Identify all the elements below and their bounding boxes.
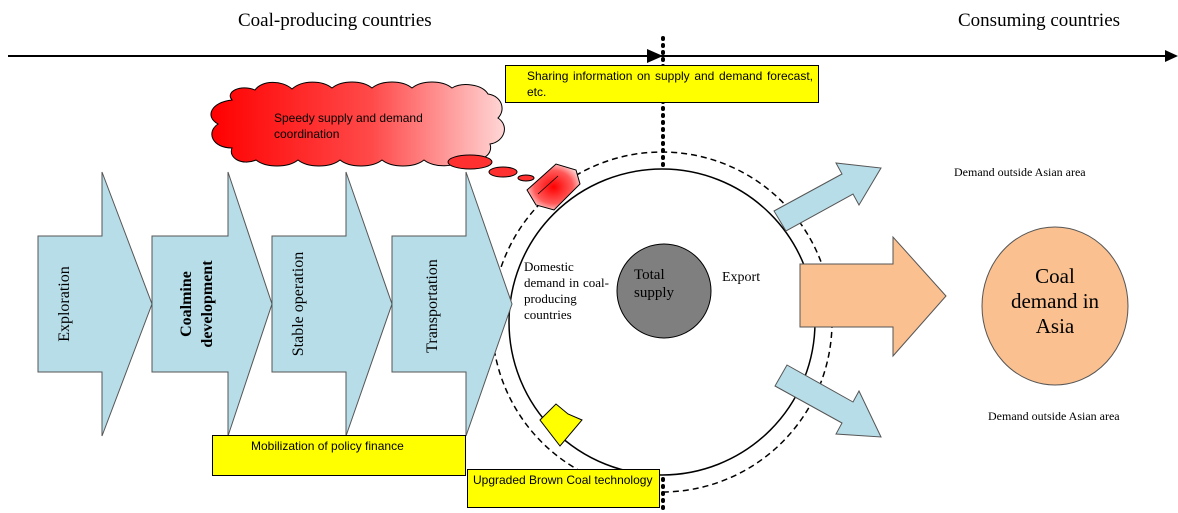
supply-accent-edge	[537, 175, 559, 195]
stage-coalmine-development	[151, 171, 273, 437]
demand-outside-asia-bottom-label: Demand outside Asian area	[988, 409, 1120, 423]
producing-countries-label: Coal-producing countries	[238, 10, 432, 31]
export-outside-asia-up-arrow	[773, 162, 882, 232]
coal-demand-asia-circle	[981, 226, 1129, 386]
stage-coalmine-development-text: Coalmine development	[178, 260, 216, 348]
cloud-bubble-small	[517, 174, 535, 182]
stage-exploration	[37, 171, 153, 437]
sharing-info-note: Sharing information on supply and demand…	[505, 65, 819, 103]
stage-stable-operation	[271, 171, 393, 437]
export-outside-asia-down-arrow	[774, 364, 882, 438]
stage-coalmine-development-label: Coalmine development	[176, 244, 220, 364]
brown-coal-pointer	[539, 403, 583, 447]
stage-transportation-label: Transportation	[424, 259, 441, 353]
coal-demand-asia-label: Coal demand in Asia	[1010, 264, 1100, 338]
consuming-countries-label: Consuming countries	[958, 10, 1121, 31]
stage-stable-operation-label: Stable operation	[288, 244, 332, 364]
brown-coal-note: Upgraded Brown Coal technology	[467, 469, 660, 508]
policy-finance-note: Mobilization of policy finance	[212, 435, 466, 476]
supply-accent-block	[526, 163, 581, 211]
speedy-coordination-label: Speedy supply and demand coordination	[274, 111, 423, 141]
total-supply-label: Total supply	[634, 267, 675, 301]
cloud-bubble-large	[447, 154, 493, 170]
coordination-cloud	[210, 81, 505, 167]
stage-transportation	[391, 171, 513, 437]
export-arrow	[799, 235, 947, 358]
demand-outside-asia-top-label: Demand outside Asian area	[954, 165, 1086, 179]
total-supply-circle	[616, 243, 712, 339]
midpoint-arrowhead	[647, 49, 663, 63]
cloud-bubble-medium	[488, 166, 518, 178]
stage-stable-operation-text: Stable operation	[290, 251, 307, 357]
timeline-arrowhead	[1165, 50, 1178, 62]
export-label: Export	[722, 270, 761, 285]
stage-exploration-label: Exploration	[56, 266, 73, 342]
domestic-demand-label: Domestic demand in coal-producing countr…	[524, 259, 609, 322]
